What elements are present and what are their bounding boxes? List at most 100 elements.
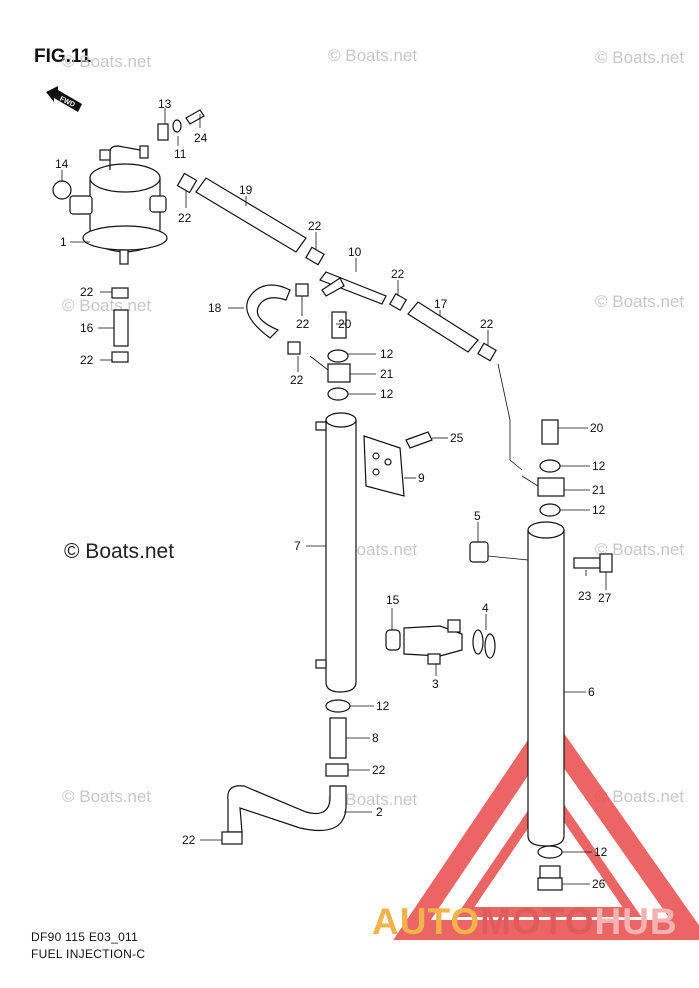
gasket-part: [539, 459, 561, 473]
callout-label: 18: [208, 301, 222, 315]
watermark: © Boats.net: [595, 540, 685, 559]
delivery-pipe-part: [527, 521, 565, 539]
forward-arrow-icon: FWD: [46, 86, 82, 112]
brand-logo-part: HUB: [594, 901, 678, 942]
union-part: [537, 477, 565, 497]
watermark: © Boats.net: [62, 52, 152, 71]
hose-clip-part: [111, 287, 129, 299]
callout-label: 12: [594, 845, 608, 859]
callout-label: 12: [376, 699, 390, 713]
callout-label: 4: [482, 601, 489, 615]
leader-lines: [61, 108, 607, 885]
o-ring-part: [472, 629, 484, 655]
delivery-pipe-part: [325, 412, 357, 428]
fuel-injector-part: [447, 619, 461, 633]
hose-clip-part: [305, 246, 325, 266]
callout-label: 3: [432, 677, 439, 691]
callout-label: 26: [592, 877, 606, 891]
delivery-pipe-part: [315, 421, 327, 431]
callout-label: 11: [174, 147, 187, 161]
callout-label: 2: [376, 805, 383, 819]
callout-label: 22: [80, 285, 94, 299]
callout-label: 17: [434, 297, 448, 311]
fuel-hose-part: [227, 785, 347, 833]
callout-label: 22: [178, 211, 192, 225]
callout-label: 22: [80, 353, 94, 367]
callout-label: 20: [590, 421, 604, 435]
hose-clip-part: [477, 342, 497, 362]
callout-label: 14: [55, 157, 69, 171]
hose-clip-part: [221, 831, 243, 845]
watermark: © Boats.net: [328, 46, 418, 65]
bracket-part: [372, 468, 380, 476]
delivery-pipe-part: [527, 529, 565, 847]
union-bolt-part: [541, 419, 559, 445]
delivery-pipe-part: [315, 659, 327, 669]
watermark: © Boats.net: [595, 292, 685, 311]
bolt-part: [405, 431, 433, 449]
fwd-label: FWD: [58, 96, 75, 109]
figure-caption: FUEL INJECTION-C: [31, 947, 146, 961]
callout-label: 1: [60, 235, 67, 249]
bolt-part: [537, 877, 563, 891]
watermark: © Boats.net: [62, 787, 152, 806]
callout-label: 22: [372, 763, 386, 777]
callout-label: 12: [380, 387, 394, 401]
hose-clip-part: [325, 763, 349, 777]
copyright-notice: © Boats.net: [64, 540, 175, 563]
watermark: © Boats.net: [595, 48, 685, 67]
bracket-part: [384, 458, 392, 466]
callout-label: 22: [290, 373, 304, 387]
callout-label: 9: [418, 471, 425, 485]
grommet-part: [52, 180, 72, 200]
fuel-joint-part: [321, 277, 345, 297]
callout-label: 5: [474, 509, 481, 523]
fitting-part: [329, 717, 347, 759]
callout-label: 19: [239, 183, 253, 197]
callout-label: 15: [386, 593, 400, 607]
nut-part: [157, 123, 169, 141]
callout-label: 22: [391, 267, 405, 281]
watermark: © Boats.net: [595, 787, 685, 806]
callout-label: 8: [372, 731, 379, 745]
gasket-part: [539, 503, 561, 517]
callout-label: 16: [80, 321, 94, 335]
callout-label: 22: [296, 317, 310, 331]
hose-clip-part: [388, 292, 408, 312]
callout-label: 10: [348, 245, 362, 259]
nut-part: [599, 553, 613, 573]
callout-label: 12: [592, 503, 606, 517]
hose-clip-part: [176, 172, 198, 194]
gasket-part: [327, 349, 349, 363]
fuel-hose-part: [246, 284, 291, 339]
brand-logo-part: MOTO: [480, 901, 595, 942]
callout-label: 22: [480, 317, 494, 331]
bolt-part: [185, 109, 205, 125]
figure-title: FIG.11: [34, 46, 92, 67]
o-ring-part: [484, 633, 496, 659]
hose-clip-part: [295, 283, 309, 297]
callout-label: 7: [294, 539, 301, 553]
callout-label: 22: [308, 219, 322, 233]
bracket-part: [372, 452, 380, 460]
washer-part: [172, 119, 182, 133]
delivery-pipe-part: [325, 419, 357, 693]
fuel-hose-part: [407, 301, 479, 353]
brand-logo-part: AUTO: [372, 901, 481, 942]
callout-label: 22: [182, 833, 196, 847]
watermark-triangle: [393, 710, 699, 940]
callout-label: 21: [380, 367, 394, 381]
callout-label: 12: [380, 347, 394, 361]
callout-label: 23: [578, 589, 592, 603]
callout-label: 20: [338, 317, 352, 331]
bolt-part: [539, 865, 561, 879]
hose-clip-part: [287, 341, 301, 355]
stud-part: [573, 557, 601, 569]
callout-label: 27: [598, 591, 612, 605]
callout-label: 25: [450, 431, 464, 445]
watermark: © Boats.net: [62, 296, 152, 315]
bracket-part: [363, 435, 405, 497]
fuel-hose-part: [195, 177, 307, 253]
